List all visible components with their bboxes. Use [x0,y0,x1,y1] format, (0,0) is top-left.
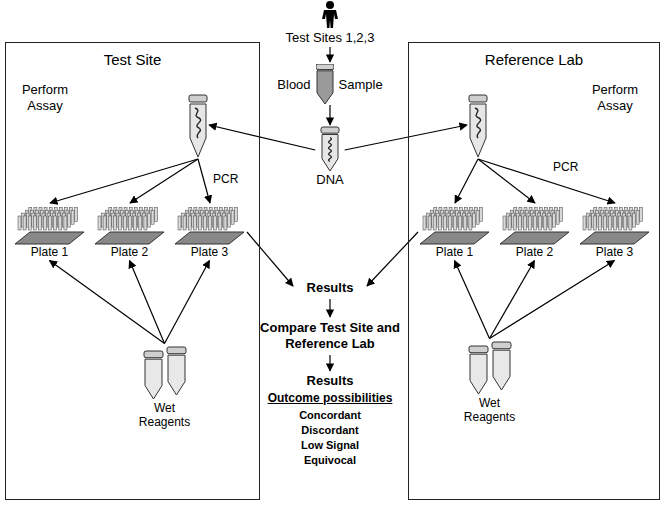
flow-arrow [345,125,467,150]
plate-icon [15,205,85,245]
reagent-node: Wet Reagents [133,345,197,429]
dna-tube [189,95,207,157]
flow-label: Results [295,373,365,389]
plate-label: Plate 3 [191,245,228,259]
blood-tube [316,64,334,104]
plate-node: Plate 3 [580,205,650,259]
flow-arrow [50,47,615,371]
plate-label: Plate 2 [111,245,148,259]
dna-tube [320,126,340,172]
section-title: Test Site [6,51,259,68]
blood-node: Blood Sample [277,64,382,104]
plate-node: Plate 1 [420,205,490,259]
dna-label: DNA [316,172,343,187]
flow-label: Test Sites 1,2,3 [255,30,405,46]
sample-label: Blood [277,77,310,92]
person-icon [322,1,338,28]
reagent-tubes [137,345,193,401]
flow-arrow [455,261,490,339]
plate-node: Plate 1 [15,205,85,259]
flow-label: Results [295,280,365,296]
flow-label: Compare Test Site and Reference Lab [259,320,401,351]
reagent-node: Wet Reagents [458,340,522,424]
flow-label: Perform Assay [582,82,648,113]
plate-label: Plate 1 [31,245,68,259]
plate-icon [175,205,245,245]
plate-icon [500,205,570,245]
flow-arrow [130,261,165,344]
flow-arrow [50,261,165,344]
plate-label: Plate 2 [516,245,553,259]
flow-arrow [209,125,315,150]
plate-node: Plate 3 [175,205,245,259]
flow-label: Outcome possibilities [257,391,403,405]
outcome-item: Discordant [275,424,385,437]
plate-icon [95,205,165,245]
reagent-label: Wet Reagents [458,396,522,424]
step-label: PCR [553,160,587,174]
flow-arrow [490,261,615,339]
flow-arrow [165,261,210,344]
step-label: PCR [213,172,247,186]
dna-tube [469,95,487,157]
reagent-label: Wet Reagents [133,401,197,429]
dna-node: DNA [316,126,343,187]
plate-icon [580,205,650,245]
flow-arrow [329,105,330,125]
outcome-item: Low Signal [275,439,385,452]
plate-node: Plate 2 [95,205,165,259]
outcome-item: Concordant [275,409,385,422]
sample-label: Sample [339,77,383,92]
plate-node: Plate 2 [500,205,570,259]
flow-arrow [490,261,535,339]
plate-label: Plate 3 [596,245,633,259]
flow-label: Perform Assay [12,82,78,113]
section-title: Reference Lab [409,51,659,68]
plate-icon [420,205,490,245]
plate-label: Plate 1 [436,245,473,259]
reagent-tubes [462,340,518,396]
outcome-item: Equivocal [275,454,385,467]
